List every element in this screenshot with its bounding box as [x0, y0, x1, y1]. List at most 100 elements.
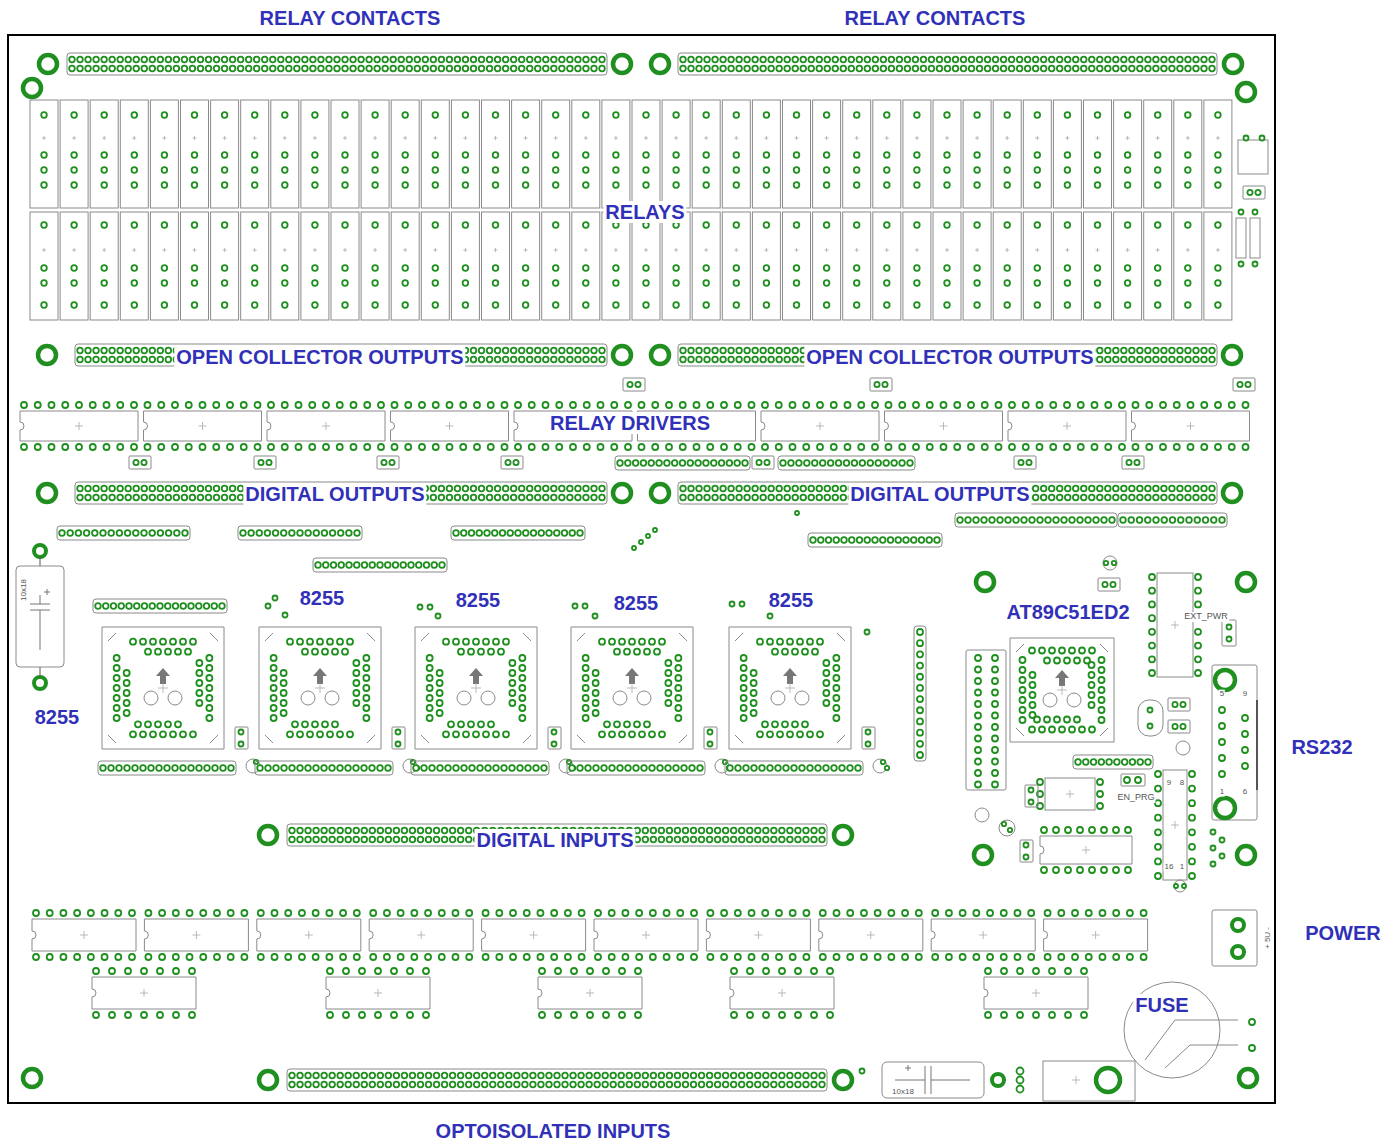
pad: [968, 444, 974, 450]
pad: [728, 66, 734, 72]
pad: [808, 66, 814, 72]
pad: [613, 152, 619, 158]
pad: [495, 486, 501, 492]
mounting-hole: [23, 79, 41, 97]
pad: [252, 222, 258, 228]
pad: [776, 402, 782, 408]
pad: [206, 495, 212, 501]
center-mark: [373, 136, 377, 140]
pad: [523, 302, 529, 308]
pad: [831, 444, 837, 450]
pad: [1137, 517, 1143, 523]
pad: [114, 705, 120, 711]
pad: [433, 402, 439, 408]
pad: [974, 152, 980, 158]
center-mark: [193, 136, 197, 140]
pad: [675, 675, 681, 681]
pad: [575, 348, 581, 354]
pad: [182, 57, 188, 63]
pad: [1069, 517, 1075, 523]
pad: [599, 639, 605, 645]
relay-outline: [1114, 100, 1142, 208]
pad: [919, 537, 925, 543]
pad: [675, 695, 681, 701]
pad: [583, 302, 589, 308]
pad: [511, 66, 517, 72]
center-mark: [524, 248, 528, 252]
pad: [76, 444, 82, 450]
pad: [347, 639, 353, 645]
pad: [792, 495, 798, 501]
pad: [471, 66, 477, 72]
pad: [150, 639, 156, 645]
pad: [649, 639, 655, 645]
pad: [641, 460, 647, 466]
pad: [427, 665, 433, 671]
pad: [361, 765, 367, 771]
pad: [1097, 348, 1103, 354]
pad: [158, 57, 164, 63]
pad: [125, 530, 131, 536]
pad: [297, 765, 303, 771]
pad: [1161, 517, 1167, 523]
pad: [1035, 152, 1041, 158]
pad: [196, 680, 202, 686]
pad: [744, 495, 750, 501]
pad: [1073, 66, 1079, 72]
pad: [913, 57, 919, 63]
pad: [652, 444, 658, 450]
pad: [240, 530, 246, 536]
pad: [734, 265, 740, 271]
pad: [511, 357, 517, 363]
pad: [808, 57, 814, 63]
relay-outline: [1084, 212, 1112, 320]
pad: [296, 444, 302, 450]
pad: [854, 222, 860, 228]
pad: [502, 444, 508, 450]
pad: [162, 302, 168, 308]
pad: [271, 685, 277, 691]
pad: [377, 562, 383, 568]
pad: [421, 765, 427, 771]
center-mark: [584, 136, 588, 140]
pad: [1247, 190, 1252, 195]
pad: [824, 302, 830, 308]
header-outline: [98, 761, 236, 775]
pad: [503, 639, 509, 645]
pad: [1035, 265, 1041, 271]
pad: [613, 280, 619, 286]
pad: [613, 182, 619, 188]
pad: [252, 280, 258, 286]
pad: [1095, 302, 1101, 308]
pad: [899, 460, 905, 466]
pad: [363, 685, 369, 691]
pad: [190, 486, 196, 492]
capacitor-outline: [254, 456, 276, 469]
capacitor-outline: [392, 727, 405, 749]
pad: [141, 66, 147, 72]
pad: [227, 444, 233, 450]
center-mark: [315, 683, 325, 693]
relay-outline: [150, 212, 178, 320]
pad: [1073, 495, 1079, 501]
mounting-hole: [613, 55, 631, 73]
pad: [474, 444, 480, 450]
mounting-hole: [651, 55, 669, 73]
pad: [268, 402, 274, 408]
pad: [312, 152, 318, 158]
pad: [519, 655, 525, 661]
pad: [282, 444, 288, 450]
pad: [1188, 444, 1194, 450]
center-mark: [1216, 248, 1220, 252]
pad: [198, 66, 204, 72]
pad: [321, 765, 327, 771]
pad: [463, 152, 469, 158]
pad: [445, 765, 451, 771]
pad: [77, 357, 83, 363]
pad: [192, 280, 198, 286]
pad: [944, 167, 950, 173]
relay-outline: [572, 212, 600, 320]
pad: [186, 402, 192, 408]
pad: [1161, 57, 1167, 63]
pad: [1185, 112, 1191, 118]
